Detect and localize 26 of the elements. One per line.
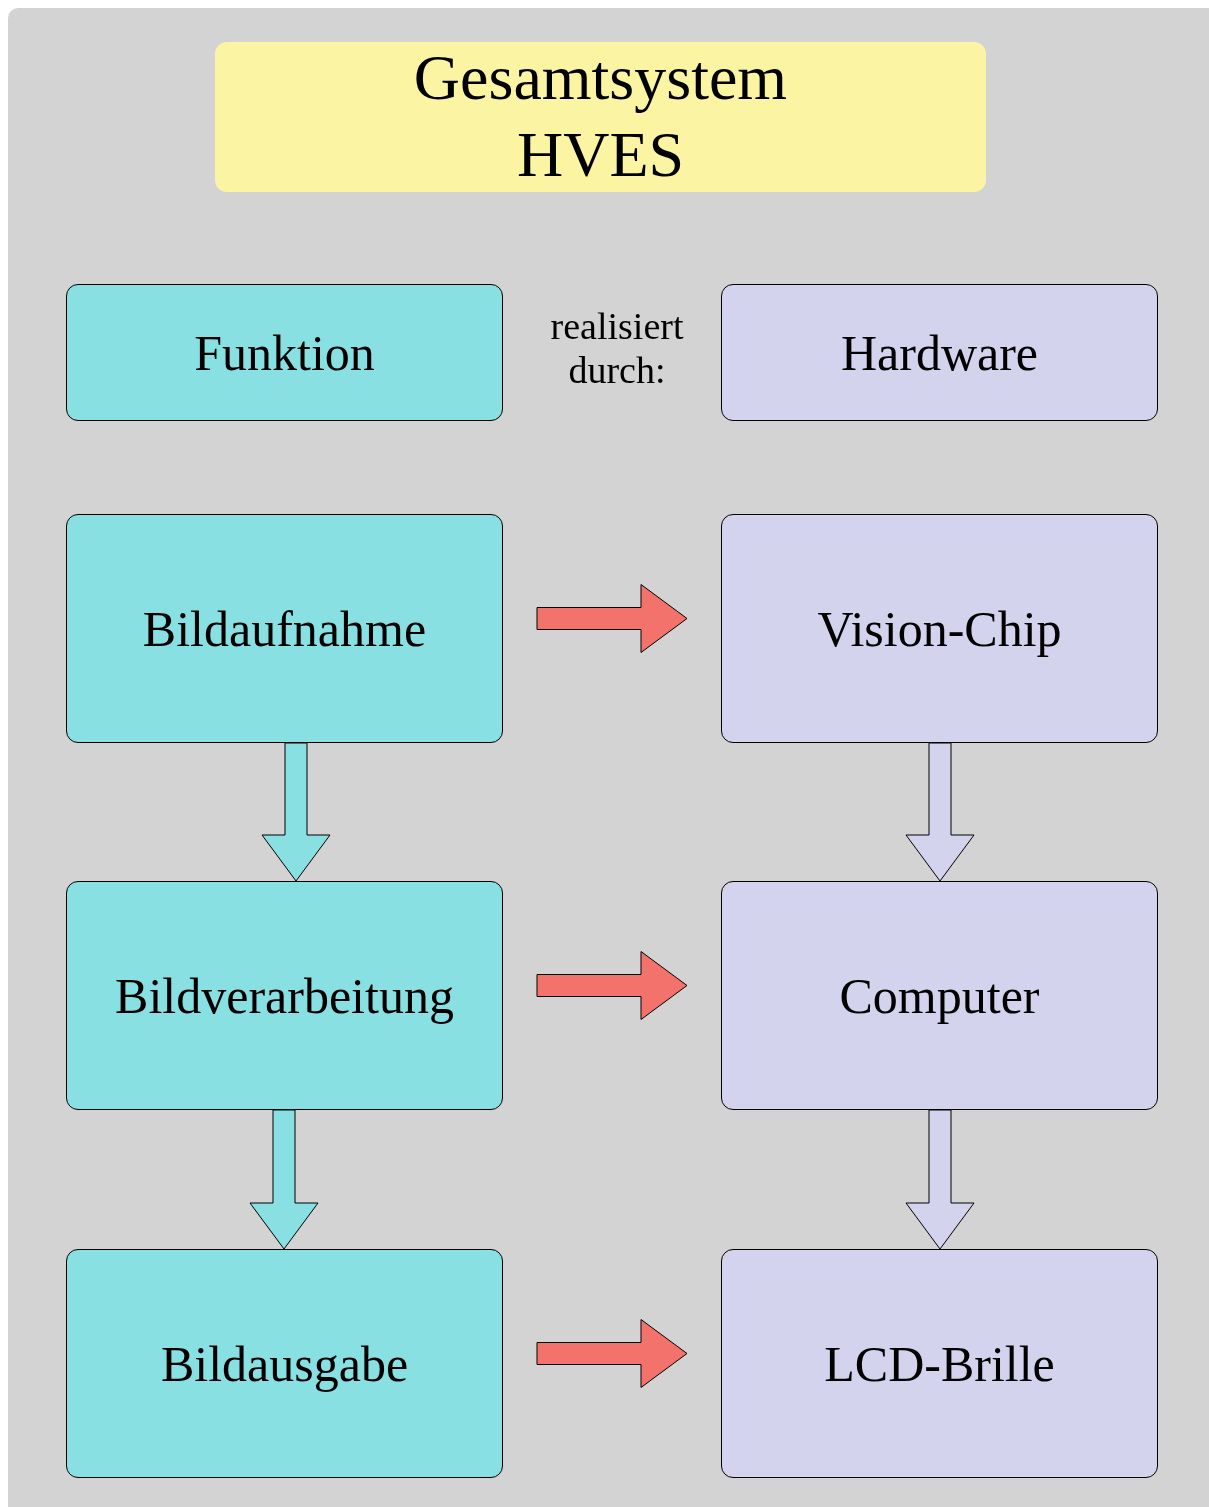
box-label: Computer — [839, 966, 1040, 1026]
process-box — [66, 881, 503, 1110]
box-label: Vision-Chip — [817, 599, 1062, 659]
block-arrow — [905, 1109, 975, 1250]
title-text: Gesamtsystem HVES — [412, 41, 789, 192]
title-banner — [215, 42, 986, 192]
block-arrow — [536, 1319, 688, 1388]
block-arrow — [261, 742, 331, 882]
process-box — [66, 514, 503, 743]
process-box — [721, 881, 1158, 1110]
process-box — [721, 284, 1158, 421]
process-box — [721, 514, 1158, 743]
block-arrow — [536, 584, 688, 653]
relation-note: realisiert durch: — [549, 305, 685, 393]
process-box — [66, 284, 503, 421]
block-arrow — [905, 742, 975, 882]
block-arrow — [249, 1109, 319, 1250]
box-label: Bildverarbeitung — [115, 966, 454, 1026]
box-label: LCD-Brille — [824, 1334, 1055, 1394]
box-label: Funktion — [194, 323, 375, 383]
box-label: Hardware — [840, 323, 1039, 383]
block-arrow — [536, 951, 688, 1020]
box-label: Bildausgabe — [160, 1334, 409, 1394]
process-box — [721, 1249, 1158, 1478]
box-label: Bildaufnahme — [142, 599, 427, 659]
process-box — [66, 1249, 503, 1478]
